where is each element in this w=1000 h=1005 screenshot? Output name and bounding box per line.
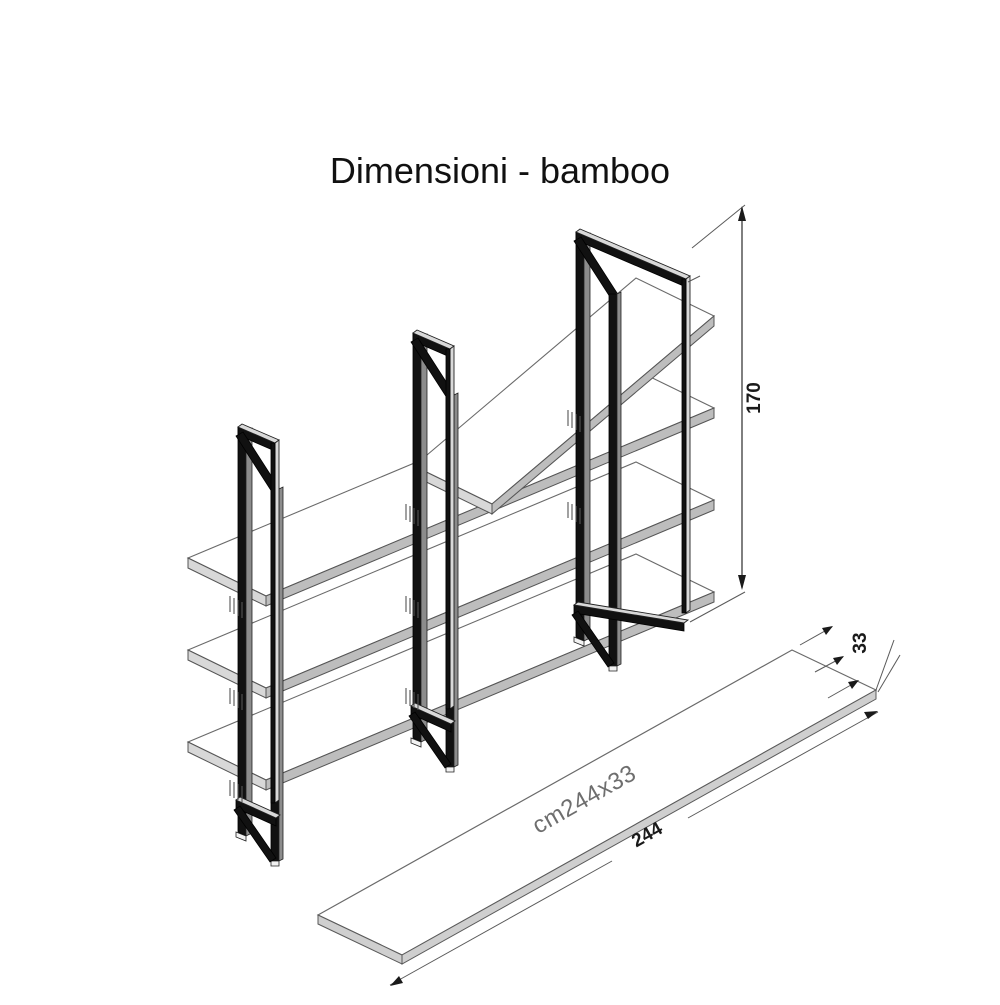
dimension-depth-33: 33: [799, 626, 901, 699]
shelf-bracket-marks: [229, 410, 581, 802]
panel-detail: cm244x33 244 33: [316, 626, 901, 986]
leader-line-top: [687, 275, 701, 283]
frame-middle: [408, 329, 459, 773]
page-title: Dimensioni - bamboo: [330, 150, 670, 191]
dimension-height-label: 170: [744, 382, 765, 414]
frame-right: [571, 228, 691, 672]
dimension-height-170: 170: [689, 204, 765, 623]
dimension-depth-label: 33: [850, 632, 871, 653]
frame-left: [233, 423, 284, 867]
